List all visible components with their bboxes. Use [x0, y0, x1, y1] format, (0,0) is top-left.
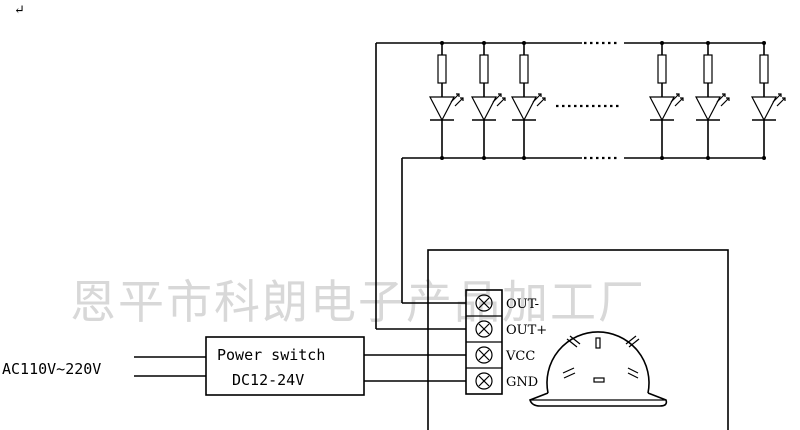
terminal-label-out-minus: OUT- [506, 297, 539, 312]
led-icon [429, 96, 455, 122]
dc-output-wires [364, 354, 466, 382]
screw-icon [475, 372, 493, 390]
screw-icon [475, 294, 493, 312]
light-emission-icon [716, 93, 730, 107]
ac-input-wires [134, 356, 206, 377]
resistor-icon [437, 54, 447, 84]
led-icon [751, 96, 777, 122]
watermark: 恩平市科朗电子产品加工厂 [70, 275, 646, 329]
power-switch-box [205, 336, 365, 396]
resistor-icon [703, 54, 713, 84]
terminal-label-vcc: VCC [505, 349, 535, 364]
resistor-icon [519, 54, 529, 84]
terminal-label-out-plus: OUT+ [506, 323, 547, 338]
resistor-icon [479, 54, 489, 84]
led-icon [649, 96, 675, 122]
light-emission-icon [532, 93, 546, 107]
led-branch [751, 41, 786, 160]
light-emission-icon [772, 93, 786, 107]
screw-icon [475, 320, 493, 338]
power-voltage-label: DC12-24V [232, 371, 304, 389]
terminal-label-gnd: GND [506, 375, 538, 390]
dial-knob [528, 331, 668, 407]
ac-input-label: AC110V~220V [2, 360, 101, 378]
screw-icon [475, 346, 493, 364]
led-icon [511, 96, 537, 122]
resistor-icon [657, 54, 667, 84]
light-emission-icon [450, 93, 464, 107]
resistor-icon [759, 54, 769, 84]
power-switch-label: Power switch [217, 346, 325, 364]
led-branch [649, 41, 684, 160]
light-emission-icon [670, 93, 684, 107]
controller-box [427, 249, 729, 430]
led-branches [429, 41, 786, 160]
terminal-screws [475, 294, 493, 390]
light-emission-icon [492, 93, 506, 107]
terminal-block [465, 289, 503, 395]
led-icon [695, 96, 721, 122]
feed-wires [375, 43, 466, 330]
led-branch [429, 41, 464, 160]
corner-mark: ↵ [14, 3, 25, 18]
led-branch [695, 41, 730, 160]
led-branch [471, 41, 506, 160]
led-branch [511, 41, 546, 160]
led-icon [471, 96, 497, 122]
